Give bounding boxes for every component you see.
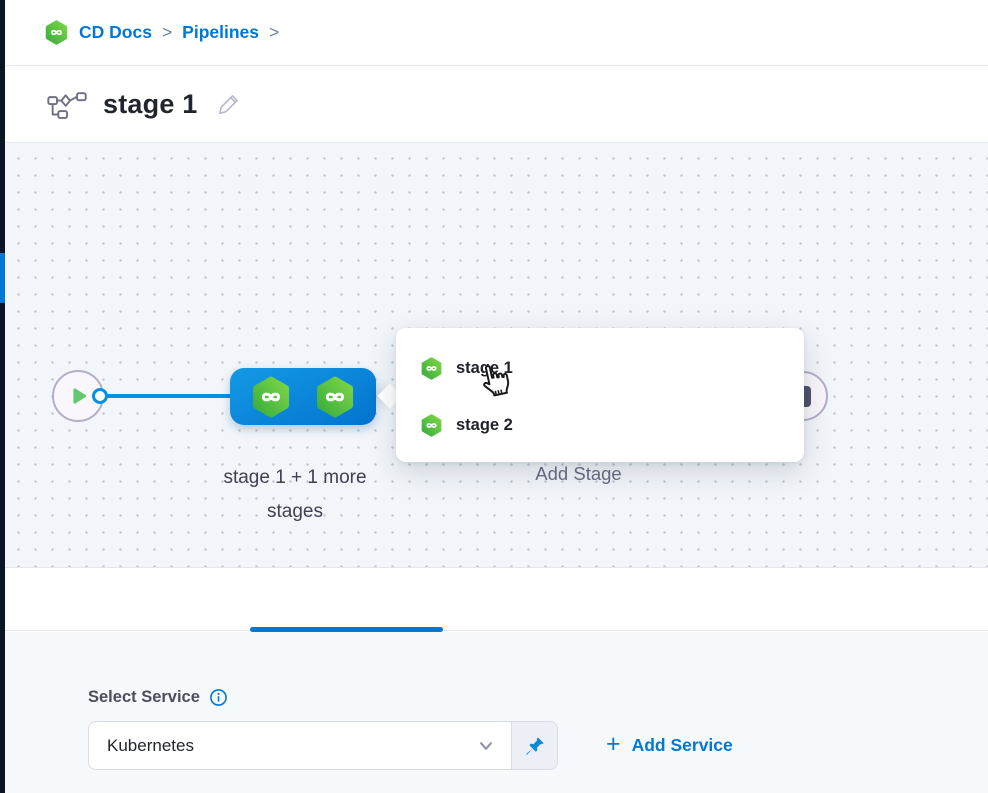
stage-tabbar: Overview Service Environment Execution A… — [5, 568, 988, 632]
pin-icon — [525, 736, 544, 756]
harness-cd-stage-icon — [421, 413, 442, 437]
stage-menu-item-label: stage 2 — [456, 415, 513, 434]
stage-group-node[interactable] — [230, 368, 376, 425]
harness-cd-stage-icon — [316, 376, 354, 417]
add-service-label: Add Service — [631, 735, 733, 755]
plus-icon: + — [606, 730, 621, 758]
edit-pencil-icon[interactable] — [217, 92, 241, 116]
service-select-value: Kubernetes — [107, 735, 194, 755]
play-icon — [73, 388, 87, 404]
info-icon[interactable] — [209, 688, 228, 707]
harness-cd-stage-icon — [252, 376, 290, 417]
service-select[interactable]: Kubernetes — [88, 721, 512, 770]
breadcrumb-link-project[interactable]: CD Docs — [79, 22, 152, 42]
stage-group-caption: stage 1 + 1 more stages — [223, 467, 367, 522]
chevron-down-icon — [479, 741, 493, 750]
pipeline-icon — [47, 90, 87, 119]
breadcrumb-bar: CD Docs > Pipelines > — [5, 0, 988, 66]
stage-menu-item[interactable]: stage 2 — [420, 410, 804, 440]
breadcrumb: CD Docs > Pipelines > — [44, 20, 279, 45]
select-service-label: Select Service — [88, 688, 200, 706]
harness-cd-icon — [44, 20, 69, 45]
breadcrumb-link-pipelines[interactable]: Pipelines — [182, 22, 260, 42]
left-nav-rail[interactable] — [0, 0, 5, 793]
breadcrumb-separator: > — [269, 22, 280, 42]
title-bar: stage 1 — [5, 66, 988, 143]
stage-menu-item[interactable]: stage 1 — [420, 353, 804, 383]
add-stage-caption: Add Stage — [535, 463, 622, 484]
pipeline-canvas[interactable]: stage 1 + 1 more stages Add Stage stage … — [5, 143, 988, 568]
page-title: stage 1 — [103, 88, 198, 119]
left-nav-active-indicator — [0, 253, 5, 303]
stage-menu-item-label: stage 1 — [456, 358, 513, 377]
hand-cursor-icon — [474, 361, 514, 403]
active-tab-underline — [250, 627, 443, 632]
harness-cd-stage-icon — [421, 356, 442, 380]
stage-list-popup: stage 1 stage 2 — [396, 328, 804, 462]
breadcrumb-separator: > — [161, 22, 173, 42]
service-panel: Select Service Kubernetes — [5, 632, 988, 793]
connector-port[interactable] — [92, 388, 108, 404]
edge-connector — [100, 394, 233, 398]
pin-service-button[interactable] — [512, 721, 558, 770]
add-service-button[interactable]: + Add Service — [606, 721, 733, 770]
